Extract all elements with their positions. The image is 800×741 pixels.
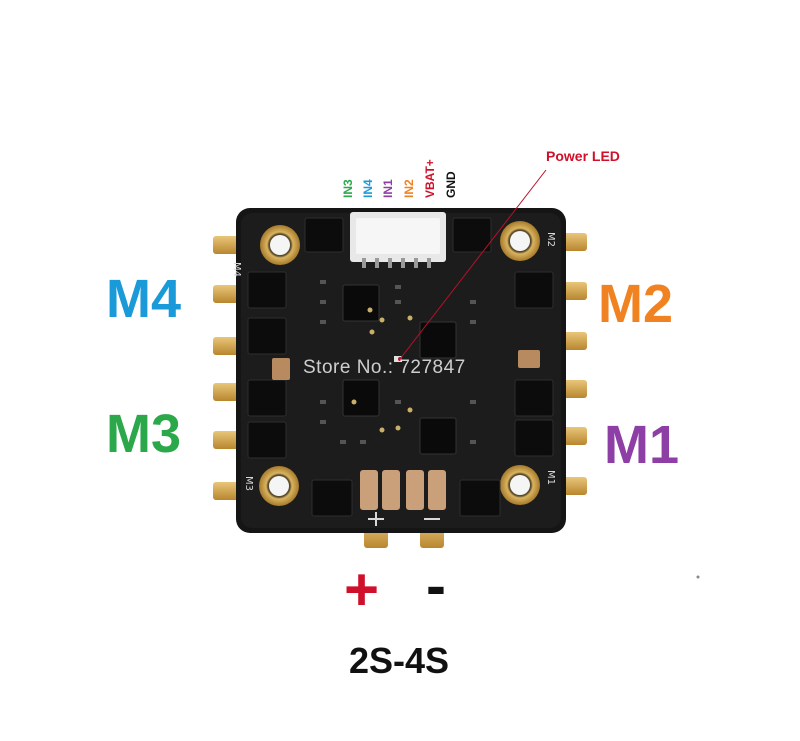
pin-label-gnd: GND: [444, 171, 458, 198]
left-motor-pads: [213, 236, 239, 500]
mosfet-chips: [247, 217, 554, 517]
motor-label-m2: M2: [598, 274, 674, 334]
power-led-callout: Power LED: [546, 148, 620, 164]
controller-ics: [342, 284, 457, 455]
motor-label-m1: M1: [604, 415, 680, 475]
signal-connector: [350, 212, 446, 268]
pcb-label-m4: M4: [231, 262, 242, 277]
pcb-label-m1: M1: [545, 470, 556, 485]
pin-label-in3: IN3: [341, 179, 355, 198]
pin-label-vbat: VBAT+: [423, 159, 437, 198]
pcb-label-m3: M3: [243, 476, 254, 491]
pin-label-in2: IN2: [402, 179, 416, 198]
voltage-rating: 2S-4S: [349, 640, 450, 681]
pcb-label-m2: M2: [545, 232, 556, 247]
motor-label-m4: M4: [106, 269, 182, 329]
pin-label-in1: IN1: [381, 179, 395, 198]
motor-label-m3: M3: [106, 404, 182, 464]
polarity-silkscreen: [368, 512, 440, 526]
mounting-holes: [259, 221, 540, 506]
positive-symbol: +: [344, 556, 380, 623]
store-watermark: Store No.: 727847: [303, 357, 466, 378]
negative-symbol: -: [426, 552, 446, 619]
right-motor-pads: [561, 233, 587, 495]
pin-label-in4: IN4: [361, 179, 375, 198]
power-led-callout-line: [399, 169, 547, 360]
smd-components: [272, 280, 540, 510]
